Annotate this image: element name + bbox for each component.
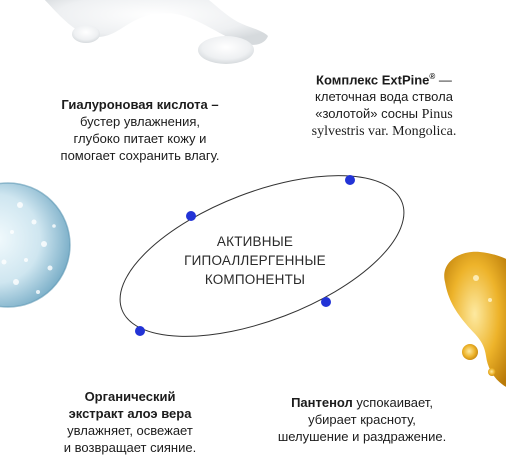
panthenol-block: Пантенол успокаивает, убирает красноту, … (262, 394, 462, 445)
extpine-text: «золотой» сосны (315, 106, 422, 122)
hyaluronic-acid-text: глубоко питает кожу и (73, 131, 207, 146)
aloe-title: экстракт алоэ вера (68, 406, 192, 421)
cream-splash-image (44, 0, 268, 64)
extpine-text: клеточная вода ствола (315, 89, 453, 105)
panthenol-title: Пантенол (291, 395, 353, 410)
panthenol-text: шелушение и раздражение. (277, 429, 447, 444)
center-label-line: КОМПОНЕНТЫ (204, 272, 306, 287)
aloe-text: увлажняет, освежает (67, 423, 193, 438)
aloe-text: и возвращает сияние. (63, 440, 197, 455)
central-ellipse-diagram (119, 175, 405, 337)
center-label-line: ГИПОАЛЛЕРГЕННЫЕ (184, 253, 326, 268)
hyaluronic-acid-block: Гиалуроновая кислота – бустер увлажнения… (40, 96, 240, 164)
aloe-title: Органический (84, 389, 176, 404)
hyaluronic-acid-text: помогает сохранить влагу. (60, 148, 220, 163)
registered-mark: ® (429, 72, 436, 81)
diagram-dot (186, 211, 196, 221)
extpine-title: Комплекс ExtPine (316, 72, 430, 88)
panthenol-text: убирает красноту, (308, 412, 416, 427)
extpine-block: Комплекс ExtPine® — клеточная вода ствол… (284, 68, 484, 140)
panthenol-text: успокаивает, (352, 395, 433, 410)
hyaluronic-acid-text: бустер увлажнения, (79, 114, 200, 129)
diagram-dot (345, 175, 355, 185)
aloe-block: Органический экстракт алоэ вера увлажняе… (30, 388, 230, 456)
extpine-latin-name: Pinus (421, 107, 453, 123)
hyaluronic-acid-title: Гиалуроновая кислота – (61, 97, 219, 112)
oil-drop-image (444, 251, 506, 387)
extpine-dash: — (435, 72, 452, 88)
extpine-latin-name: sylvestris var. Mongolica. (311, 124, 457, 140)
center-label-line: АКТИВНЫЕ (216, 234, 294, 249)
diagram-dot (135, 326, 145, 336)
diagram-dot (321, 297, 331, 307)
center-label: АКТИВНЫЕ ГИПОАЛЛЕРГЕННЫЕ КОМПОНЕНТЫ (175, 232, 335, 289)
water-bubble-image (0, 182, 71, 308)
